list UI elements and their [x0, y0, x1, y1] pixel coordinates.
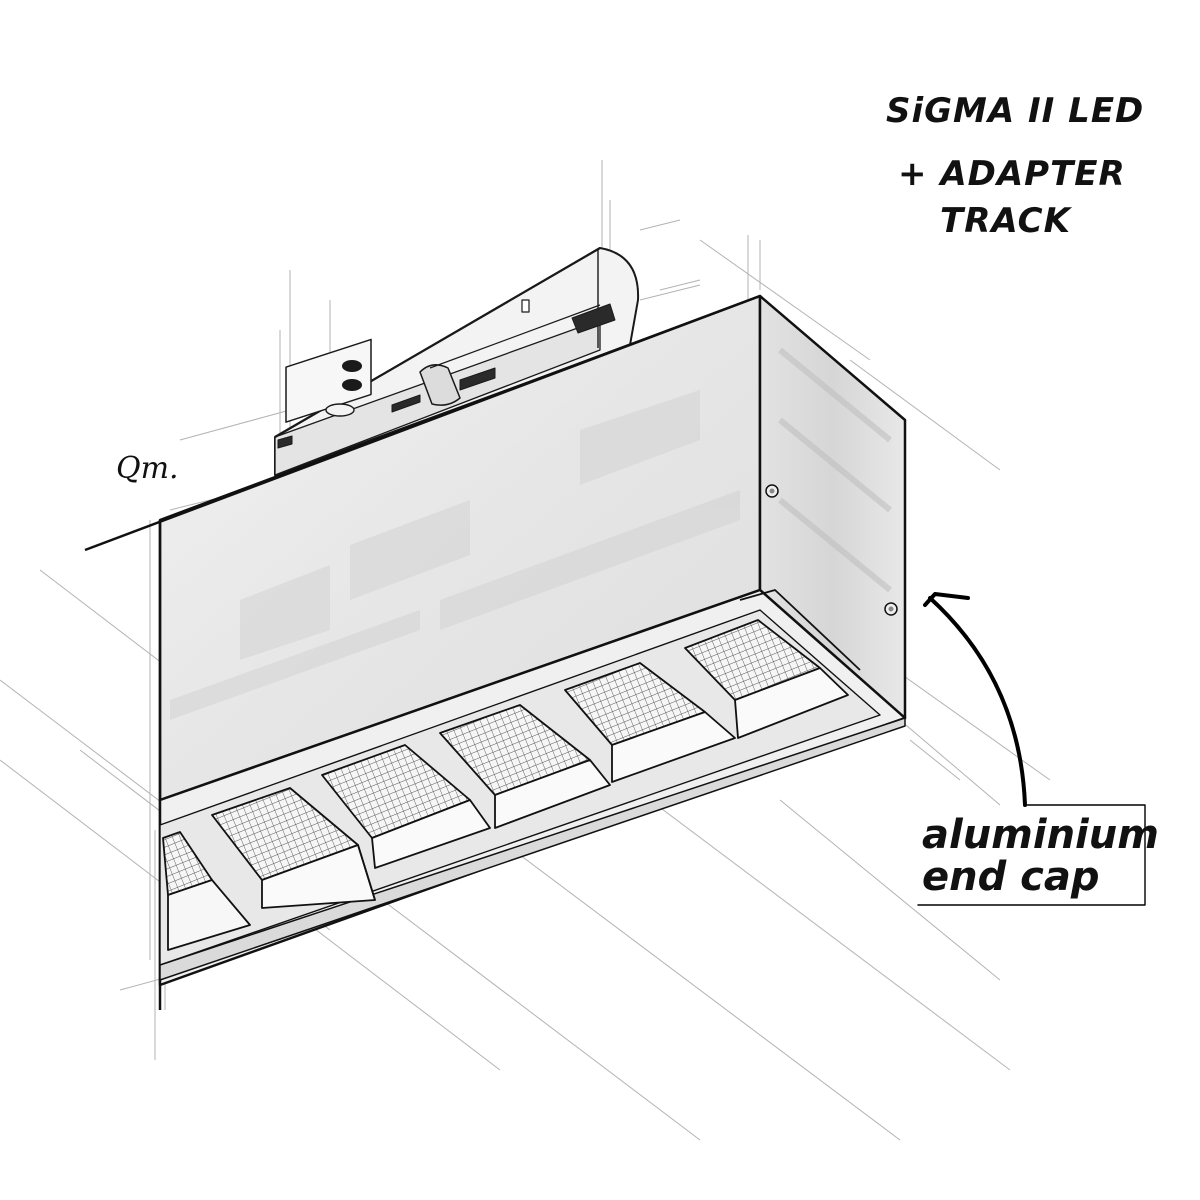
- artist-signature: Qm.: [116, 451, 179, 486]
- callout-label: aluminium end cap: [922, 812, 1159, 900]
- cap-streaks: [778, 347, 892, 593]
- panel-reflection: [170, 390, 740, 720]
- title-line-1: SiGMA II LED: [886, 91, 1144, 131]
- callout-arrow: [917, 592, 1146, 906]
- product-title: SiGMA II LED + ADAPTER TRACK: [886, 91, 1144, 241]
- title-line-2: + ADAPTER: [898, 154, 1126, 194]
- callout-line-1: aluminium: [922, 812, 1159, 858]
- callout-line-2: end cap: [922, 854, 1100, 900]
- track-adapter: [274, 247, 640, 476]
- led-modules: [162, 589, 861, 951]
- title-line-3: TRACK: [940, 201, 1073, 241]
